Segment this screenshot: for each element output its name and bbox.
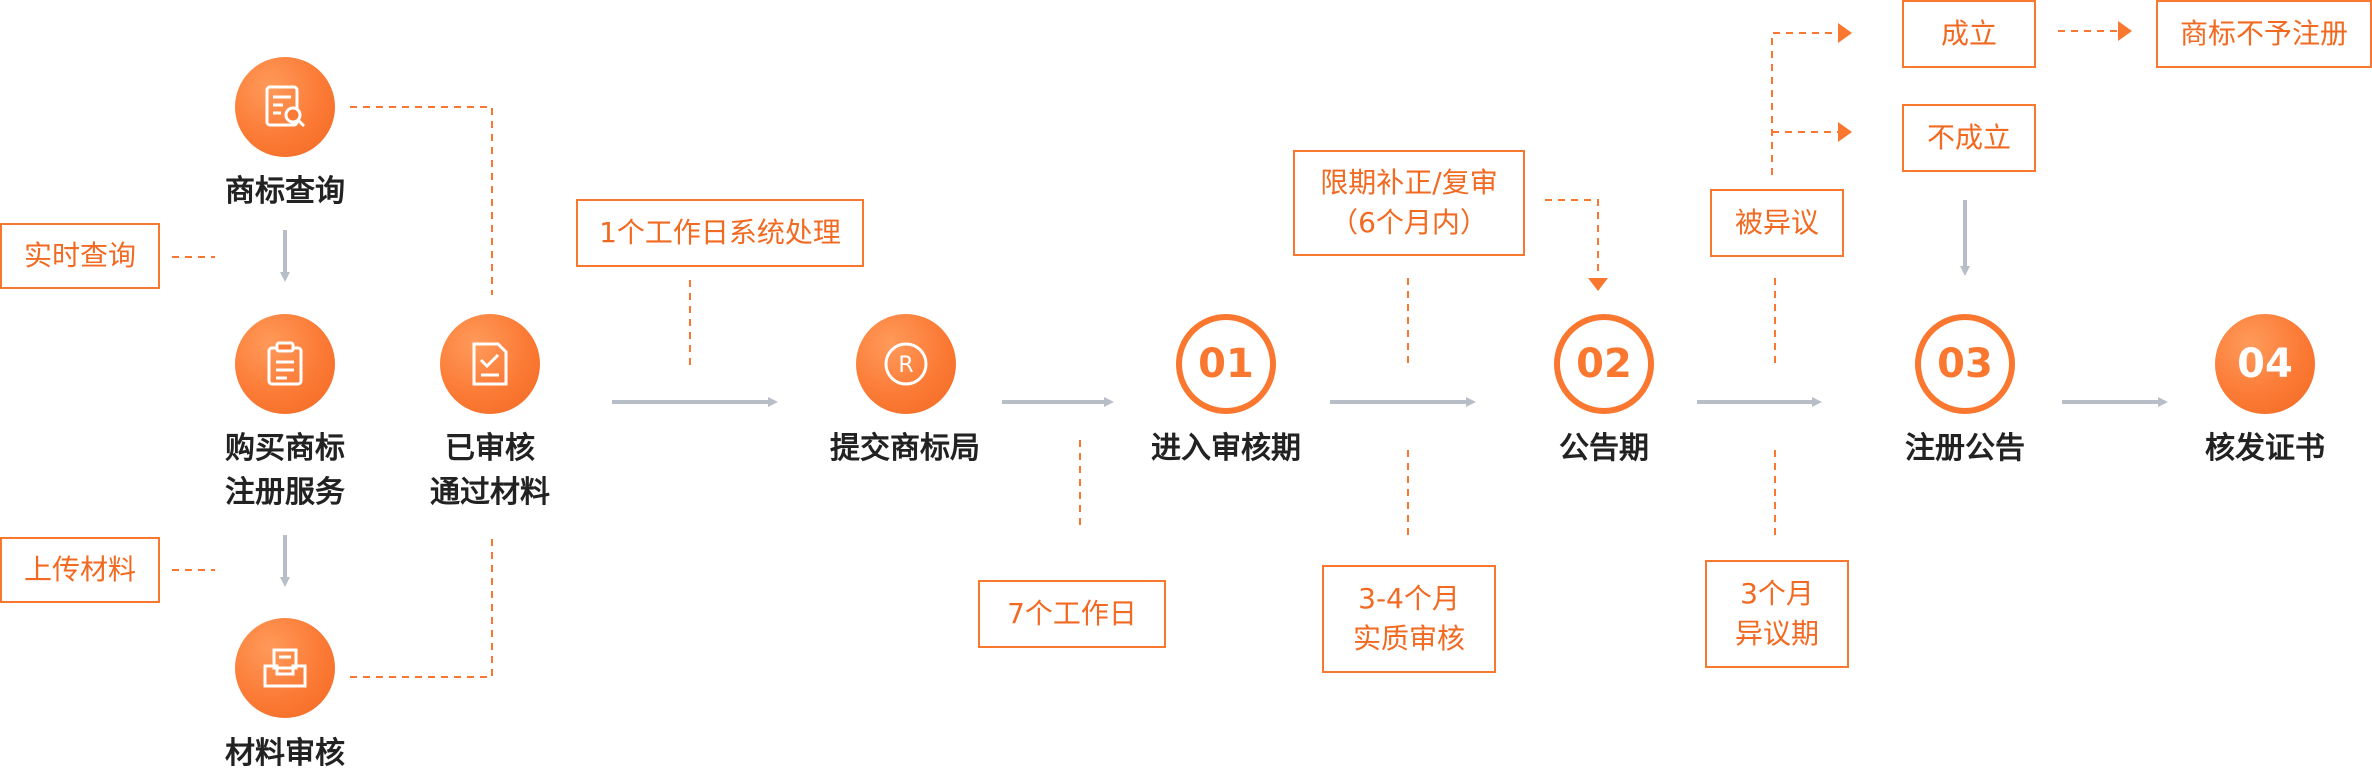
approved-step-label-line1: 已审核 [445,431,535,466]
note-objection-period-line1: 3个月 [1740,577,1814,610]
note-correction: 限期补正/复审 （6个月内） [1293,150,1525,256]
note-not-established: 不成立 [1902,104,2036,172]
step-01-circle: 01 [1176,314,1276,414]
dash-correction-to-02 [1545,199,1599,272]
buy-step-circle [235,314,335,414]
buy-step-label-line2: 注册服务 [225,475,345,510]
checklist-icon [472,342,508,386]
note-realtime-search-text: 实时查询 [23,239,136,272]
dash-review-to-approved [350,538,493,678]
step-01-number: 01 [1198,341,1254,387]
note-objection-period-line2: 异议期 [1734,617,1819,650]
search-step-circle [235,57,335,157]
note-objection-period: 3个月 异议期 [1705,560,1849,668]
submit-step-label: 提交商标局 [830,431,980,466]
note-seven-days: 7个工作日 [978,580,1166,648]
head-correction-to-02 [1588,278,1608,291]
step-02-number: 02 [1576,341,1632,387]
step-03-circle: 03 [1915,314,2015,414]
note-seven-days-text: 7个工作日 [1007,597,1137,630]
approved-step-label-line2: 通过材料 [430,475,550,510]
note-upload-materials: 上传材料 [0,537,160,603]
step-02-circle: 02 [1554,314,1654,414]
step-04-label: 核发证书 [2205,431,2325,466]
inbox-icon [263,648,307,688]
submit-step-circle: R [856,314,956,414]
buy-step-label-line1: 购买商标 [225,431,345,466]
review-step-circle [235,618,335,718]
step-01-label: 进入审核期 [1151,431,1301,466]
note-not-established-text: 不成立 [1926,121,2011,154]
step-04-circle: 04 [2215,314,2315,414]
buy-step-label: 购买商标 注册服务 [185,427,385,515]
dash-objection-branch [1771,32,1840,175]
note-established: 成立 [1902,0,2036,68]
approved-step-label: 已审核 通过材料 [390,427,590,515]
step-03-label: 注册公告 [1905,431,2025,466]
search-doc-icon [265,85,306,128]
note-realtime-search: 实时查询 [0,223,160,289]
svg-text:R: R [898,353,913,378]
note-correction-line2: （6个月内） [1330,206,1488,239]
head-not-established [1838,122,1852,142]
note-one-day-text: 1个工作日系统处理 [599,216,841,249]
note-substantive-line1: 3-4个月 [1358,582,1460,615]
note-refused: 商标不予注册 [2156,0,2372,68]
note-upload-materials-text: 上传材料 [23,553,136,586]
note-objection-text: 被异议 [1734,206,1819,239]
review-step-label: 材料审核 [225,736,345,771]
note-refused-text: 商标不予注册 [2179,17,2348,50]
step-04-number: 04 [2237,341,2293,387]
search-step-label: 商标查询 [225,174,345,209]
head-refused [2118,21,2132,41]
step-02-label: 公告期 [1559,431,1649,466]
step-03-number: 03 [1937,341,1993,387]
note-correction-line1: 限期补正/复审 [1320,166,1498,199]
clipboard-icon [267,341,303,386]
note-substantive-line2: 实质审核 [1352,622,1465,655]
note-established-text: 成立 [1940,17,1997,50]
note-objection: 被异议 [1710,189,1844,257]
registered-mark-icon: R [884,342,928,386]
note-substantive-review: 3-4个月 实质审核 [1322,565,1496,673]
note-one-day: 1个工作日系统处理 [576,199,864,267]
approved-step-circle [440,314,540,414]
head-established [1838,23,1852,43]
